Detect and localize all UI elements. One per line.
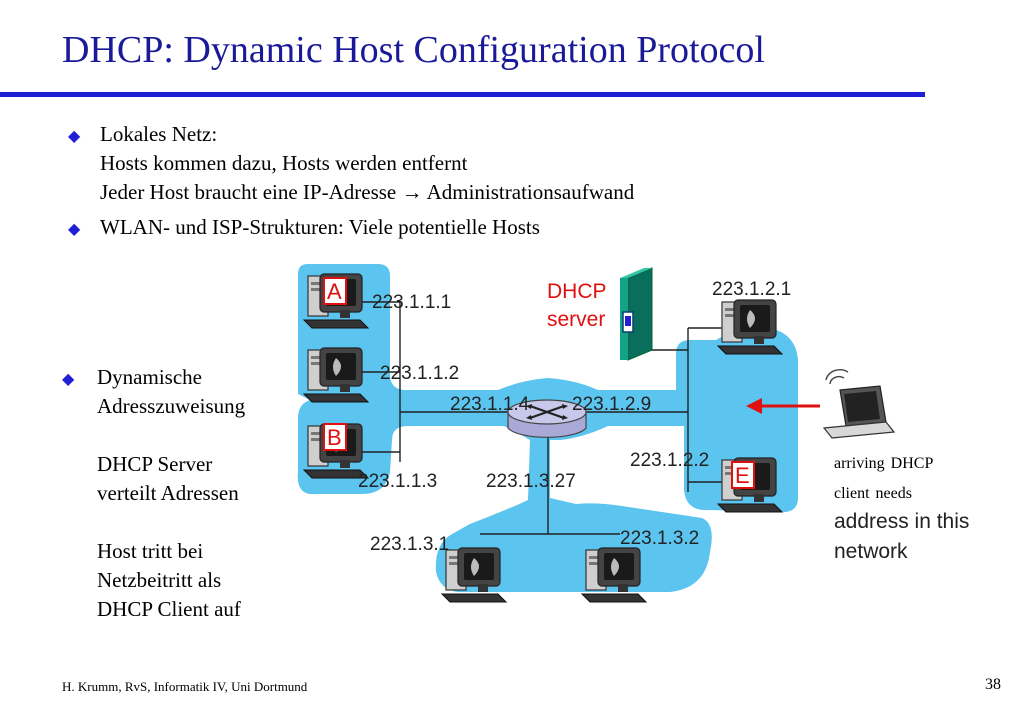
diamond-bullet-icon: ◆: [68, 126, 81, 145]
side-line: Host tritt bei: [97, 539, 204, 563]
network-links: [350, 301, 728, 535]
bullet-line: Lokales Netz:: [100, 122, 218, 146]
ip-label: 223.1.3.2: [620, 528, 699, 549]
host-e-letter: E: [735, 463, 750, 488]
bullet-line: Hosts kommen dazu, Hosts werden entfernt: [100, 151, 468, 175]
host-b-letter: B: [327, 425, 342, 450]
router-icon: [507, 399, 587, 438]
client-label-line: network: [834, 540, 908, 563]
ip-label: 223.1.1.2: [380, 363, 459, 384]
host-e-badge: [731, 461, 755, 489]
side-line: Dynamische: [97, 365, 202, 389]
dhcp-server-label: DHCP: [547, 280, 607, 303]
slide-title: DHCP: Dynamic Host Configuration Protoco…: [62, 29, 765, 71]
footer-credit: H. Krumm, RvS, Informatik IV, Uni Dortmu…: [62, 679, 308, 694]
host-a-letter: A: [327, 279, 342, 304]
host-3-1: [441, 547, 507, 603]
client-label-line: arriving DHCP: [834, 455, 933, 472]
network-diagram: A B E 223.1.1.1 223.1.1.2 223.1.1.3: [297, 264, 969, 603]
side-line: DHCP Server: [97, 452, 213, 476]
ip-label: 223.1.2.1: [712, 279, 791, 300]
diamond-bullet-icon: ◆: [62, 369, 75, 388]
client-label-line: client needs: [834, 485, 912, 502]
bullet-local-network: ◆ Lokales Netz: Hosts kommen dazu, Hosts…: [68, 120, 634, 207]
title-rule: [0, 92, 925, 97]
ip-label: 223.1.3.27: [486, 471, 576, 492]
diamond-bullet-icon: ◆: [68, 219, 81, 238]
ip-label: 223.1.3.1: [370, 534, 449, 555]
bullet-line: WLAN- und ISP-Strukturen: Viele potentie…: [100, 215, 540, 239]
host-middle: [303, 347, 369, 403]
page-number: 38: [985, 676, 1001, 693]
dhcp-server-label: server: [547, 308, 605, 331]
host-b-badge: [323, 423, 347, 451]
ip-label: 223.1.2.2: [630, 450, 709, 471]
ip-label: 223.1.1.4: [450, 394, 530, 415]
client-label-text: needs: [876, 485, 912, 502]
host-a-badge: [323, 277, 347, 305]
laptop-icon: [822, 369, 896, 439]
ip-label: 223.1.1.1: [372, 292, 451, 313]
client-label-text: arriving: [834, 455, 885, 472]
ip-label: 223.1.1.3: [358, 471, 437, 492]
bullet-wlan: ◆ WLAN- und ISP-Strukturen: Viele potent…: [68, 213, 634, 242]
dhcp-server-icon: [620, 267, 653, 361]
bullet-line: Jeder Host braucht eine IP-Adresse → Adm…: [100, 178, 634, 207]
client-label-line: address in this: [834, 510, 969, 533]
side-bullet: ◆ Dynamische Adresszuweisung DHCP Server…: [62, 363, 245, 624]
side-line: DHCP Client auf: [97, 597, 241, 621]
client-label-text: DHCP: [891, 455, 934, 472]
side-line: verteilt Adressen: [97, 481, 239, 505]
host-2-1: [717, 299, 783, 355]
client-label-text: client: [834, 485, 870, 502]
bullet-text: Jeder Host braucht eine IP-Adresse: [100, 180, 397, 204]
bullet-text: Administrationsaufwand: [426, 180, 635, 204]
top-bullets: ◆ Lokales Netz: Hosts kommen dazu, Hosts…: [68, 120, 634, 242]
side-line: Netzbeitritt als: [97, 568, 222, 592]
arrow-right-icon: →: [401, 180, 423, 204]
host-3-2: [581, 547, 647, 603]
arrival-arrow: [746, 398, 820, 414]
side-line: Adresszuweisung: [97, 394, 246, 418]
ip-label: 223.1.2.9: [572, 394, 651, 415]
